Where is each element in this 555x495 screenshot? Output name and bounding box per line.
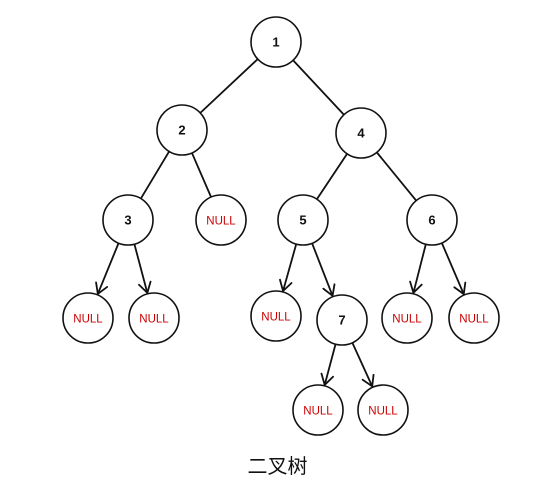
arrowhead-icon [279, 278, 293, 293]
node-circle [335, 107, 387, 159]
node-circle [277, 194, 329, 246]
node-value-label: 1 [272, 35, 279, 50]
tree-node-nullG: NULL [292, 384, 344, 436]
diagram-caption: 二叉树 [247, 454, 308, 478]
edge-n7-nullG [320, 343, 337, 387]
tree-node-nullH: NULL [357, 384, 409, 436]
arrowhead-icon [322, 283, 336, 298]
edge-n5-n7 [311, 242, 336, 298]
node-value-label: 5 [299, 213, 306, 228]
node-circle [128, 292, 180, 344]
tree-node-n2: 2 [156, 104, 208, 156]
node-circle [316, 294, 368, 346]
edge-n4-n5 [316, 152, 349, 200]
edge-n2-n3 [140, 150, 171, 199]
node-circle [250, 16, 302, 68]
edges-layer [95, 58, 467, 388]
node-value-label: 7 [338, 313, 345, 328]
null-label: NULL [459, 314, 489, 326]
edge-n6-nullE [409, 243, 427, 295]
edge-n5-nullD [279, 243, 298, 293]
node-circle [250, 290, 302, 342]
node-circle [406, 194, 458, 246]
edge-n7-nullH [351, 341, 375, 388]
tree-node-n4: 4 [335, 107, 387, 159]
tree-node-n7: 7 [316, 294, 368, 346]
null-label: NULL [392, 314, 422, 326]
arrowhead-icon [409, 280, 423, 295]
arrowhead-icon [95, 281, 109, 296]
edge-n3-nullC [133, 243, 152, 295]
node-circle [292, 384, 344, 436]
arrowhead-icon [138, 280, 152, 295]
arrowhead-icon [361, 373, 375, 388]
edge-n4-n6 [375, 151, 417, 201]
node-circle [195, 194, 247, 246]
node-circle [357, 384, 409, 436]
node-circle [102, 194, 154, 246]
tree-node-n1: 1 [250, 16, 302, 68]
null-label: NULL [368, 406, 398, 418]
tree-node-n3: 3 [102, 194, 154, 246]
arrowhead-icon [320, 372, 334, 387]
node-circle [448, 292, 500, 344]
tree-node-nullA: NULL [195, 194, 247, 246]
edge-n1-n4 [292, 59, 345, 115]
null-label: NULL [261, 312, 291, 324]
tree-node-nullB: NULL [62, 292, 114, 344]
tree-node-n5: 5 [277, 194, 329, 246]
node-circle [381, 292, 433, 344]
null-label: NULL [206, 216, 236, 228]
tree-node-nullE: NULL [381, 292, 433, 344]
null-label: NULL [139, 314, 169, 326]
node-value-label: 2 [178, 123, 185, 138]
node-value-label: 4 [357, 126, 365, 141]
arrowhead-icon [453, 281, 467, 296]
null-label: NULL [303, 406, 333, 418]
tree-node-nullC: NULL [128, 292, 180, 344]
node-circle [156, 104, 208, 156]
node-circle [62, 292, 114, 344]
node-value-label: 6 [428, 213, 435, 228]
node-value-label: 3 [124, 213, 131, 228]
tree-node-n6: 6 [406, 194, 458, 246]
edge-n6-nullF [440, 242, 467, 296]
tree-node-nullD: NULL [250, 290, 302, 342]
edge-n1-n2 [200, 58, 259, 114]
null-label: NULL [73, 314, 103, 326]
edge-n3-nullB [95, 242, 120, 296]
tree-node-nullF: NULL [448, 292, 500, 344]
edge-n2-nullA [191, 152, 212, 198]
